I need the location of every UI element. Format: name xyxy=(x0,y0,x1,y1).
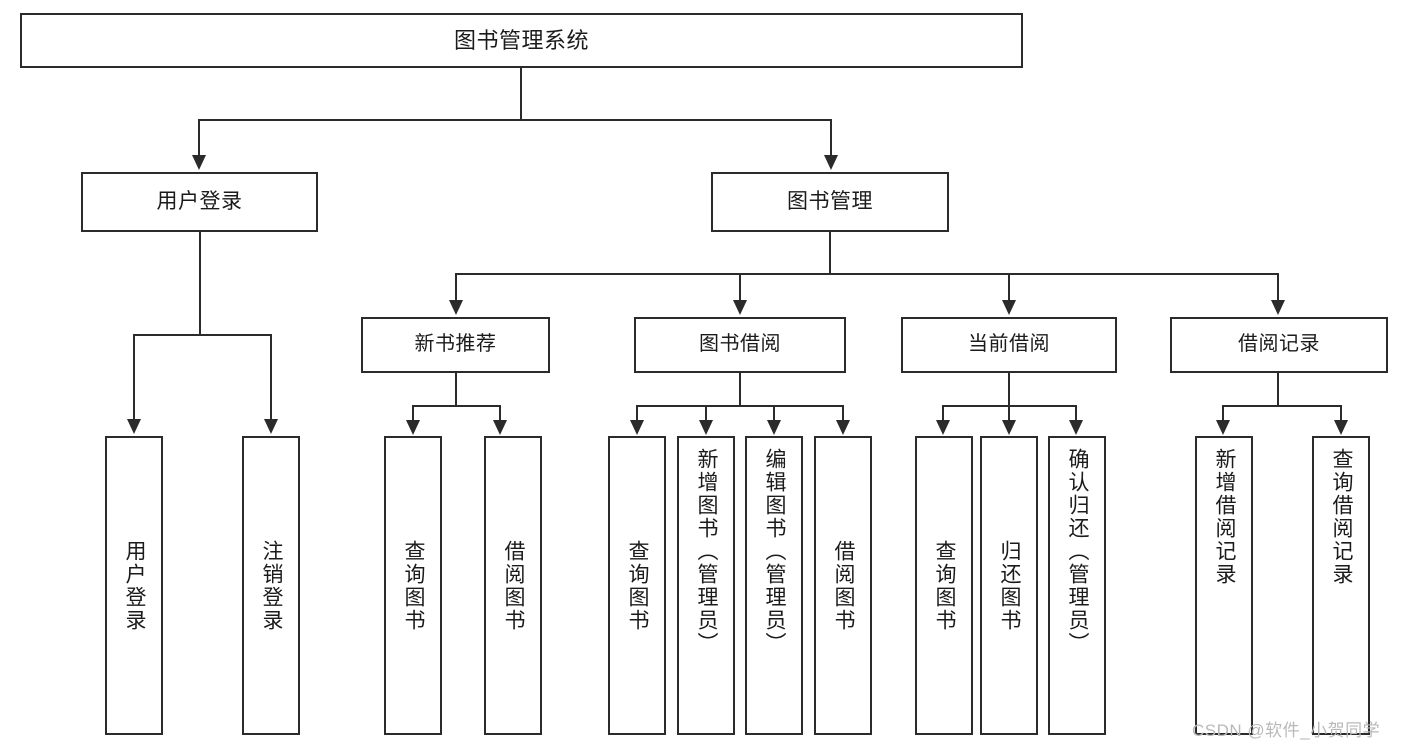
arrowhead-book-borrow-child-2 xyxy=(699,420,713,435)
leaf-book-borrow-borrow-book[interactable]: 借阅图书 xyxy=(814,436,872,735)
node-label: 查询图书 xyxy=(402,539,426,632)
connector-root-to-user-login xyxy=(198,119,200,157)
leaf-user-login-logout[interactable]: 注销登录 xyxy=(242,436,300,735)
node-label: 图书管理系统 xyxy=(453,27,589,53)
leaf-user-login-login[interactable]: 用户登录 xyxy=(105,436,163,735)
connector-book-management-drop-2 xyxy=(739,273,741,302)
arrowhead-user-login-child-1 xyxy=(127,419,141,434)
arrowhead-current-borrow-child-2 xyxy=(1002,420,1016,435)
connector-root-to-book-management xyxy=(830,119,832,157)
arrowhead-book-management-child-1 xyxy=(449,300,463,315)
node-label: 借阅图书 xyxy=(832,539,856,632)
node-label: 查询图书 xyxy=(933,539,957,632)
arrowhead-book-management-child-3 xyxy=(1002,300,1016,315)
node-label: 借阅图书 xyxy=(502,539,526,632)
arrowhead-book-borrow-child-3 xyxy=(767,420,781,435)
leaf-current-borrow-query-book[interactable]: 查询图书 xyxy=(915,436,973,735)
arrowhead-book-management-child-2 xyxy=(733,300,747,315)
node-label: 借阅记录 xyxy=(1238,333,1320,356)
connector-borrow-record-stem xyxy=(1277,373,1279,405)
connector-book-borrow-drop-4 xyxy=(842,405,844,422)
connector-book-borrow-drop-1 xyxy=(636,405,638,422)
arrowhead-root-to-book-management xyxy=(824,155,838,170)
leaf-current-borrow-confirm-return-admin[interactable]: 确认归还（管理员） xyxy=(1048,436,1106,735)
node-label: 查询借阅记录 xyxy=(1330,448,1354,586)
node-root-book-management-system[interactable]: 图书管理系统 xyxy=(20,13,1023,68)
node-label: 确认归还（管理员） xyxy=(1066,448,1090,655)
connector-book-borrow-drop-2 xyxy=(705,405,707,422)
arrowhead-borrow-record-child-2 xyxy=(1334,420,1348,435)
connector-root-bar xyxy=(198,119,832,121)
connector-book-borrow-drop-3 xyxy=(773,405,775,422)
arrowhead-current-borrow-child-3 xyxy=(1069,420,1083,435)
leaf-book-borrow-add-book-admin[interactable]: 新增图书（管理员） xyxy=(677,436,735,735)
connector-root-stem xyxy=(520,68,522,119)
connector-borrow-record-bar xyxy=(1222,405,1341,407)
node-new-book-recommend[interactable]: 新书推荐 xyxy=(361,317,550,373)
connector-new-book-stem xyxy=(455,373,457,405)
node-current-borrow[interactable]: 当前借阅 xyxy=(901,317,1117,373)
node-label: 图书借阅 xyxy=(699,333,781,356)
arrowhead-new-book-child-2 xyxy=(493,420,507,435)
connector-book-borrow-bar xyxy=(636,405,844,407)
arrowhead-user-login-child-2 xyxy=(264,419,278,434)
node-label: 查询图书 xyxy=(626,539,650,632)
node-label: 注销登录 xyxy=(260,539,284,632)
arrowhead-book-borrow-child-1 xyxy=(630,420,644,435)
connector-book-borrow-stem xyxy=(739,373,741,405)
connector-borrow-record-drop-1 xyxy=(1222,405,1224,422)
leaf-current-borrow-return-book[interactable]: 归还图书 xyxy=(980,436,1038,735)
node-label: 用户登录 xyxy=(123,539,147,632)
leaf-borrow-record-add-record[interactable]: 新增借阅记录 xyxy=(1195,436,1253,735)
arrowhead-book-management-child-4 xyxy=(1271,300,1285,315)
leaf-book-borrow-edit-book-admin[interactable]: 编辑图书（管理员） xyxy=(745,436,803,735)
node-book-management[interactable]: 图书管理 xyxy=(711,172,949,232)
leaf-new-book-query-book[interactable]: 查询图书 xyxy=(384,436,442,735)
node-borrow-record[interactable]: 借阅记录 xyxy=(1170,317,1388,373)
connector-new-book-bar xyxy=(412,405,501,407)
node-label: 新增借阅记录 xyxy=(1213,448,1237,586)
arrowhead-root-to-user-login xyxy=(192,155,206,170)
node-label: 新书推荐 xyxy=(414,333,497,356)
leaf-borrow-record-query-record[interactable]: 查询借阅记录 xyxy=(1312,436,1370,735)
connector-current-borrow-drop-3 xyxy=(1075,405,1077,422)
connector-book-management-bar xyxy=(455,273,1279,275)
connector-book-management-drop-1 xyxy=(455,273,457,302)
connector-book-management-drop-4 xyxy=(1277,273,1279,302)
node-book-borrow[interactable]: 图书借阅 xyxy=(634,317,846,373)
arrowhead-borrow-record-child-1 xyxy=(1216,420,1230,435)
node-label: 归还图书 xyxy=(998,539,1022,632)
connector-user-login-stem xyxy=(199,232,201,334)
arrowhead-book-borrow-child-4 xyxy=(836,420,850,435)
node-label: 用户登录 xyxy=(156,189,243,213)
connector-book-management-stem xyxy=(829,232,831,273)
leaf-book-borrow-query-book[interactable]: 查询图书 xyxy=(608,436,666,735)
arrowhead-current-borrow-child-1 xyxy=(936,420,950,435)
connector-book-management-drop-3 xyxy=(1008,273,1010,302)
node-label: 当前借阅 xyxy=(968,333,1050,356)
connector-user-login-drop-2 xyxy=(270,334,272,421)
connector-user-login-drop-1 xyxy=(133,334,135,421)
connector-current-borrow-drop-2 xyxy=(1008,405,1010,422)
connector-current-borrow-stem xyxy=(1008,373,1010,405)
node-label: 图书管理 xyxy=(787,189,873,213)
arrowhead-new-book-child-1 xyxy=(406,420,420,435)
connector-new-book-drop-1 xyxy=(412,405,414,422)
node-label: 编辑图书（管理员） xyxy=(763,448,787,655)
node-user-login[interactable]: 用户登录 xyxy=(81,172,318,232)
connector-current-borrow-drop-1 xyxy=(942,405,944,422)
connector-user-login-bar xyxy=(133,334,271,336)
leaf-new-book-borrow-book[interactable]: 借阅图书 xyxy=(484,436,542,735)
connector-new-book-drop-2 xyxy=(499,405,501,422)
node-label: 新增图书（管理员） xyxy=(695,448,719,655)
connector-borrow-record-drop-2 xyxy=(1340,405,1342,422)
